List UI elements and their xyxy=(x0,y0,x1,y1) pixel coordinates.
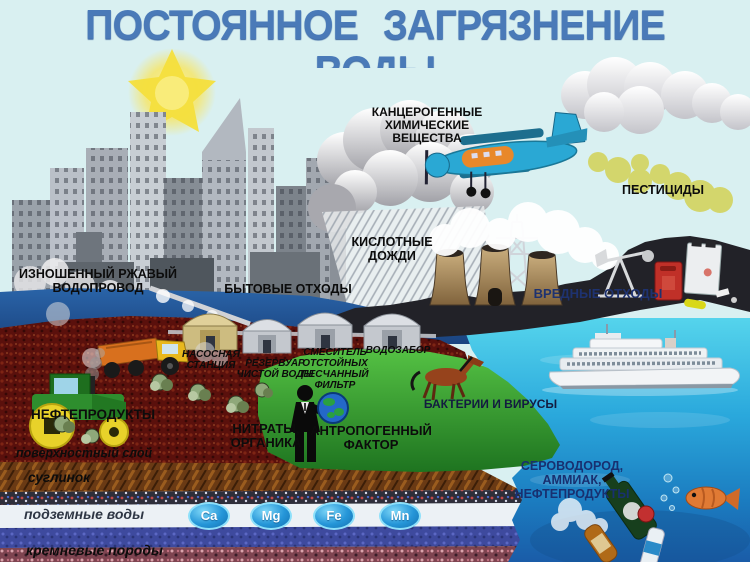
reservoir-building xyxy=(242,319,292,354)
mixer-filter-building xyxy=(297,312,353,349)
cruise-ship xyxy=(542,324,740,396)
label-mixer-filter: СМЕСИТЕЛЬ ОТСТОЙНЫХ ПЕСЧАННЫЙ ФИЛЬТР xyxy=(301,347,369,391)
speckled-layer xyxy=(0,490,548,505)
label-worn-rusty-pipe: ИЗНОШЕННЫЙ РЖАВЫЙ ВОДОПРОВОД xyxy=(19,267,177,295)
red-canister xyxy=(654,261,683,301)
pesticide-spray xyxy=(588,152,733,213)
label-household-waste: БЫТОВЫЕ ОТХОДЫ xyxy=(224,282,352,296)
page-title: ПОСТОЯННОЕ ЗАГРЯЗНЕНИЕ ВОДЫ xyxy=(85,2,666,68)
label-silicon-rocks: кремневые породы xyxy=(26,542,163,558)
label-bacteria-viruses: БАКТЕРИИ И ВИРУСЫ xyxy=(423,397,558,411)
label-anthropogenic-factor: АНТРОПОГЕННЫЙ ФАКТОР xyxy=(310,423,432,453)
label-pesticides: ПЕСТИЦИДЫ xyxy=(622,183,704,197)
scattered-trash xyxy=(684,288,737,310)
element-badge-mg: Mg xyxy=(250,502,292,530)
waste-container xyxy=(683,239,722,296)
label-surface-layer: поверхностный слой xyxy=(16,446,153,460)
treatment-buildings xyxy=(182,312,421,354)
element-badge-fe: Fe xyxy=(313,502,355,530)
fish xyxy=(685,486,740,510)
tractor xyxy=(29,348,129,449)
sunken-bottles xyxy=(584,471,680,562)
silicon-rock-layer xyxy=(0,546,536,562)
label-oil-products: НЕФТЕПРОДУКТЫ xyxy=(30,407,156,422)
label-harmful-waste: ВРЕДНЫЕ ОТХОДЫ xyxy=(533,286,663,301)
label-nitrates-organics: НИТРАТЫ, ОРГАНИКА xyxy=(230,421,302,451)
label-loam: суглинок xyxy=(28,470,90,485)
label-groundwater: подземные воды xyxy=(24,506,145,522)
cabbage-plants xyxy=(53,373,273,444)
water-intake-building xyxy=(363,313,421,350)
dark-shore xyxy=(322,236,750,338)
label-water-intake: ВОДОЗАБОР xyxy=(365,345,431,356)
element-badge-mn: Mn xyxy=(379,502,421,530)
field-smoke xyxy=(46,302,228,366)
label-carcinogenic-chemicals: КАНЦЕРОГЕННЫЕ ХИМИЧЕСКИЕ ВЕЩЕСТВА xyxy=(371,105,483,146)
element-badge-ca: Ca xyxy=(188,502,230,530)
horse xyxy=(410,355,484,401)
poster-title: ПОСТОЯННОЕ ЗАГРЯЗНЕНИЕ ВОДЫ ПОСТОЯННОЕ З… xyxy=(0,2,750,68)
tower-steam xyxy=(429,202,619,270)
globe-icon xyxy=(317,392,349,424)
label-hydrogen-sulfide: СЕРОВОДОРОД, АММИАК, НЕФТЕПРОДУКТЫ xyxy=(514,459,630,501)
oil-pump xyxy=(595,249,654,298)
label-acid-rain: КИСЛОТНЫЕ ДОЖДИ xyxy=(351,235,433,263)
white-clouds xyxy=(561,57,750,134)
dump-truck xyxy=(82,337,189,378)
airplane xyxy=(424,111,588,199)
underwater-splash xyxy=(551,498,608,534)
cooling-towers xyxy=(429,244,563,306)
blue-rock-layer xyxy=(0,526,542,548)
label-pumping-station: НАСОСНАЯ СТАНЦИЯ xyxy=(182,349,240,371)
human-figure-with-globe xyxy=(290,385,349,462)
green-field xyxy=(258,348,560,472)
label-reservoir: РЕЗЕРВУАР ЧИСТОЙ ВОДЫ xyxy=(236,358,314,380)
